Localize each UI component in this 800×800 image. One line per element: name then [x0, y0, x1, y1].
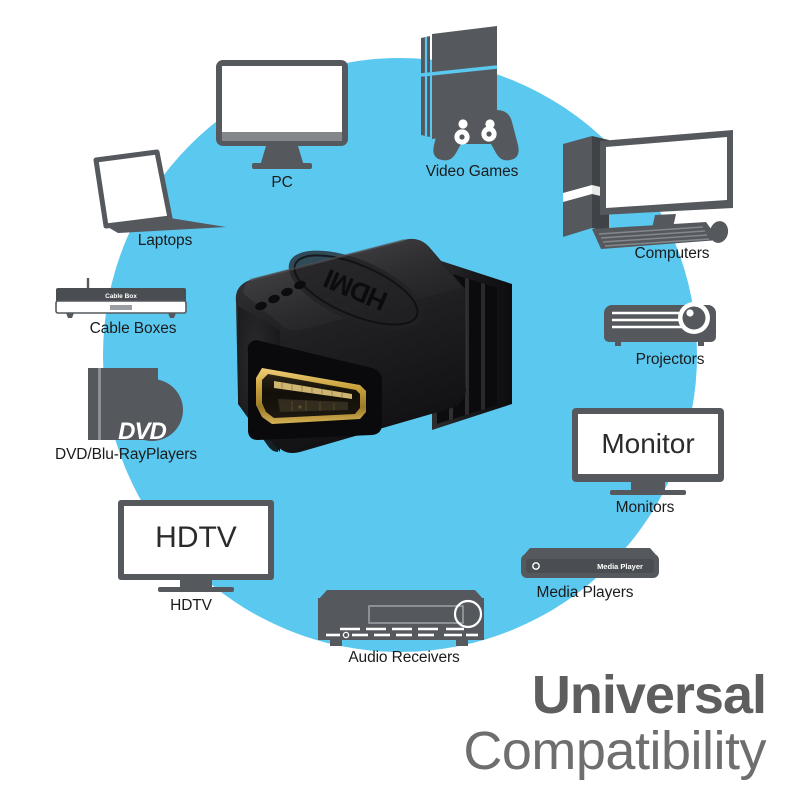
gamepad-icon [433, 110, 519, 161]
laptop-icon [93, 149, 226, 233]
device-label-media-players: Media Players [536, 584, 634, 601]
headline-line-2: Compatibility [463, 721, 766, 781]
monitor-screen-text: Monitor [601, 428, 695, 459]
dvd-wordmark: DVD [118, 418, 167, 445]
hdmi-female-port [256, 368, 366, 424]
adapter-molding-dots [255, 280, 306, 311]
device-label-audio-receivers: Audio Receivers [348, 649, 460, 666]
device-label-hdtv: HDTV [170, 597, 212, 614]
headline-line-1: Universal [531, 665, 767, 725]
pc-icon [216, 60, 348, 169]
hdtv-screen-text: HDTV [155, 521, 237, 554]
headline-block: Universal Compatibility [463, 665, 767, 781]
device-label-pc: PC [271, 174, 293, 191]
device-label-cable-boxes: Cable Boxes [89, 320, 177, 337]
hdtv-icon [118, 500, 274, 592]
cable-box-icon: Cable Box [55, 278, 187, 318]
device-label-video-games: Video Games [425, 163, 519, 180]
dvd-blu-ray-icon [88, 368, 183, 441]
monitors-icon [572, 408, 724, 495]
audio-receivers-icon [318, 590, 484, 646]
device-label-dvd-blu-ray-players: DVD/Blu-RayPlayers [54, 446, 198, 463]
video-games-icon [420, 26, 519, 161]
projectors-icon [604, 302, 716, 346]
device-label-monitors: Monitors [615, 499, 675, 516]
device-label-computers: Computers [634, 245, 710, 262]
cable-box-device-text: Cable Box [105, 293, 137, 300]
hdmi-logo-emboss: HDMI [288, 250, 424, 330]
computers-icon [563, 130, 733, 249]
device-label-projectors: Projectors [635, 351, 705, 368]
media-player-device-text: Media Player [597, 562, 643, 571]
device-label-laptops: Laptops [137, 232, 193, 249]
media-players-icon: Media Player [521, 548, 659, 578]
